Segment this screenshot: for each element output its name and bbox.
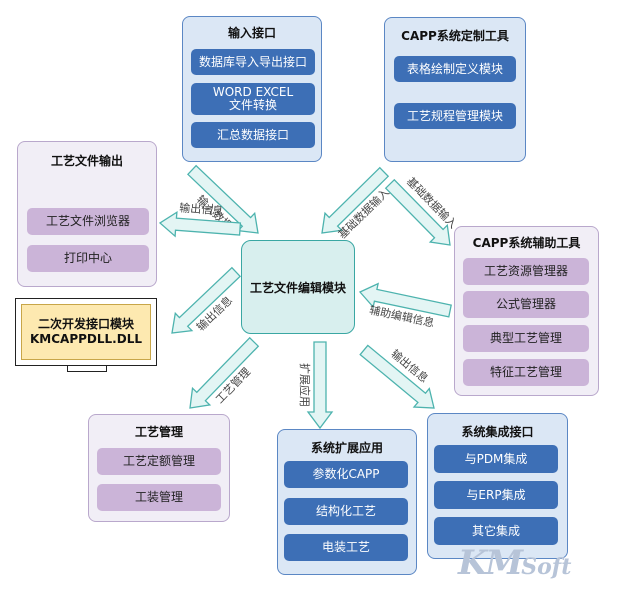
panel-title: 工艺文件输出	[50, 154, 123, 168]
arrow-base-data-2	[384, 178, 451, 246]
arrow-process-mgmt	[189, 336, 260, 409]
summary-data-interface-item[interactable]: 汇总数据接口	[191, 122, 315, 148]
input-interface-panel: 输入接口 数据库导入导出接口 WORD EXCEL 文件转换 汇总数据接口	[182, 16, 322, 162]
print-center-item[interactable]: 打印中心	[27, 245, 149, 272]
panel-title: CAPP系统定制工具	[401, 29, 509, 43]
process-management-panel: 工艺管理 工艺定额管理 工装管理	[88, 414, 230, 522]
formula-manager-item[interactable]: 公式管理器	[463, 291, 589, 318]
secondary-dev-interface-monitor: 二次开发接口模块 KMCAPPDLL.DLL	[15, 298, 157, 374]
dll-label: 二次开发接口模块 KMCAPPDLL.DLL	[21, 304, 151, 360]
system-integration-panel: 系统集成接口 与PDM集成 与ERP集成 其它集成	[427, 413, 568, 559]
structured-process-item[interactable]: 结构化工艺	[284, 498, 408, 525]
feature-process-mgmt-item[interactable]: 特征工艺管理	[463, 359, 589, 386]
system-extension-panel: 系统扩展应用 参数化CAPP 结构化工艺 电装工艺	[277, 429, 417, 575]
monitor-stand	[67, 366, 107, 372]
panel-title: 工艺管理	[134, 425, 183, 439]
process-resource-manager-item[interactable]: 工艺资源管理器	[463, 258, 589, 285]
word-excel-conversion-item[interactable]: WORD EXCEL 文件转换	[191, 83, 315, 115]
arrow-output-info-left	[158, 210, 242, 238]
capp-aux-tools-panel: CAPP系统辅助工具 工艺资源管理器 公式管理器 典型工艺管理 特征工艺管理	[454, 226, 599, 396]
panel-title: 系统扩展应用	[310, 441, 383, 455]
other-integration-item[interactable]: 其它集成	[434, 517, 558, 545]
arrow-ext-app-label: 扩展应用	[298, 363, 312, 407]
typical-process-mgmt-item[interactable]: 典型工艺管理	[463, 325, 589, 352]
process-rules-module-item[interactable]: 工艺规程管理模块	[394, 103, 516, 129]
electrical-process-item[interactable]: 电装工艺	[284, 534, 408, 561]
process-file-editor-module[interactable]: 工艺文件编辑模块	[241, 240, 355, 334]
table-drawing-module-item[interactable]: 表格绘制定义模块	[394, 56, 516, 82]
monitor-icon: 二次开发接口模块 KMCAPPDLL.DLL	[15, 298, 157, 366]
tooling-mgmt-item[interactable]: 工装管理	[97, 484, 221, 511]
panel-title: 系统集成接口	[461, 425, 534, 439]
kmsoft-logo: KMSoft	[458, 543, 572, 583]
arrow-output-info-dll	[171, 266, 242, 334]
arrow-input-data	[186, 164, 259, 234]
arrow-aux-edit-info	[358, 282, 452, 318]
arrow-base-data-1	[321, 166, 390, 234]
database-import-export-item[interactable]: 数据库导入导出接口	[191, 49, 315, 75]
parametric-capp-item[interactable]: 参数化CAPP	[284, 461, 408, 488]
process-file-browser-item[interactable]: 工艺文件浏览器	[27, 208, 149, 235]
capp-custom-tools-panel: CAPP系统定制工具 表格绘制定义模块 工艺规程管理模块	[384, 17, 526, 162]
panel-title: CAPP系统辅助工具	[472, 236, 581, 250]
arrow-output-info-left-label: 输出信息	[179, 200, 224, 217]
arrow-ext-app	[306, 341, 334, 430]
arrow-output-info-right	[359, 344, 435, 409]
erp-integration-item[interactable]: 与ERP集成	[434, 481, 558, 509]
process-file-output-panel: 工艺文件输出 工艺文件浏览器 打印中心	[17, 141, 157, 287]
pdm-integration-item[interactable]: 与PDM集成	[434, 445, 558, 473]
process-quota-mgmt-item[interactable]: 工艺定额管理	[97, 448, 221, 475]
panel-title: 输入接口	[227, 26, 276, 40]
